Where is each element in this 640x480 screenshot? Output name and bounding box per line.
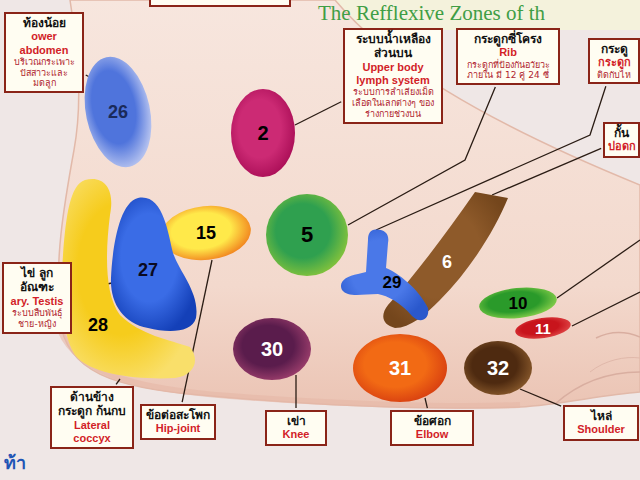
callout-text: Rib (461, 46, 555, 59)
leader-line (557, 240, 640, 298)
cut-callout-box (150, 0, 290, 6)
reflex-zone: 10 (478, 287, 558, 319)
toe-line (590, 358, 640, 372)
callout-text: ระบบน้ำเหลือง ส่วนบน (348, 32, 438, 61)
corner-label: ท้า (4, 448, 26, 477)
callout-text: ปอดก (608, 140, 635, 153)
callout-text: ท้องน้อย (9, 16, 79, 30)
callout-text: ไข่ ลูกอัณฑะ (7, 266, 67, 295)
reflex-zone: 15 (160, 205, 252, 261)
zone-number: 28 (88, 316, 108, 334)
toe-line (596, 333, 640, 338)
zone-number: 2 (257, 123, 268, 143)
callout-text: กระดูกซี่โครง (461, 32, 555, 46)
reflex-zone: 28 (60, 175, 200, 380)
zone-shape (353, 334, 447, 402)
callout-box: ข้อศอกElbow (390, 410, 474, 446)
callout-text: กั้น (608, 126, 635, 140)
reflex-zone: 31 (352, 333, 448, 403)
callout-text: กระดูก (593, 56, 635, 69)
callout-box: เข่าKnee (265, 410, 327, 446)
zone-number: 30 (261, 339, 283, 359)
callout-box: กั้นปอดก (603, 122, 640, 158)
zone-number: 27 (138, 261, 158, 279)
reflex-zone: 29 (338, 228, 430, 328)
callout-text: Hip-joint (145, 422, 211, 435)
leader-line (116, 379, 120, 384)
zone-number: 5 (301, 224, 313, 246)
zone-shape (62, 179, 195, 378)
reflex-zone: 32 (463, 340, 533, 396)
chart-title: The Refflexive Zones of th (318, 1, 545, 26)
foot-outline (58, 0, 640, 408)
leader-line (572, 292, 640, 326)
callout-text: กระดูกที่ป้องกันอวัยวะภายใน มี 12 คู่ 24… (461, 60, 555, 82)
zone-shape (233, 318, 311, 380)
leader-line (295, 102, 341, 125)
zone-number: 31 (389, 358, 411, 378)
reflex-zone: 26 (85, 55, 151, 169)
zone-shape (341, 230, 428, 321)
zone-number: 15 (196, 224, 216, 242)
toe-line (555, 372, 640, 404)
callout-box: ไหล่Shoulder (563, 405, 639, 441)
callout-text: บริเวณกระเพาะ ปัสสาวะและมดลูก (9, 57, 79, 89)
callout-box: ด้านข้างกระดูก ก้นกบLateral coccyx (50, 386, 134, 449)
callout-text: เข่า (270, 414, 322, 428)
zone-shape (266, 194, 348, 276)
leader-line (295, 375, 296, 408)
callout-text: ระบบการลำเลียงเม็ด เลือดในเลกต่างๆ ของร่… (348, 87, 438, 119)
callout-box: ไข่ ลูกอัณฑะary. Testisระบบสืบพันธุ์ ชาย… (2, 262, 72, 334)
callout-text: ower abdomen (9, 30, 79, 56)
zone-number: 6 (442, 253, 452, 271)
zone-shape (75, 51, 161, 174)
zone-number: 10 (509, 295, 528, 312)
zone-number: 11 (535, 321, 551, 336)
leader-line (520, 389, 561, 406)
callout-box: ท้องน้อยower abdomenบริเวณกระเพาะ ปัสสาว… (4, 12, 84, 93)
callout-text: ary. Testis (7, 295, 67, 308)
callout-text: Knee (270, 428, 322, 441)
reflex-zone: 11 (514, 317, 572, 339)
zone-shape (464, 341, 532, 395)
callout-text: ไหล่ (568, 409, 634, 423)
callout-text: Upper body lymph system (348, 61, 438, 87)
callout-text: Lateral coccyx (55, 419, 129, 445)
zone-number: 29 (383, 274, 402, 291)
callout-text: ข้อศอก (395, 414, 469, 428)
callout-text: ด้านข้างกระดูก ก้นกบ (55, 390, 129, 419)
callout-text: Elbow (395, 428, 469, 441)
zone-shape (514, 314, 572, 342)
callout-box: กระดูกระดูกติดกับไห (588, 38, 640, 84)
reflex-zone: 27 (108, 193, 198, 333)
callout-box: ข้อต่อสะโพกHip-joint (140, 404, 216, 440)
zone-shape (231, 89, 295, 177)
zone-number: 32 (487, 358, 509, 378)
zone-graphic (60, 175, 200, 380)
leader-line (425, 398, 427, 408)
callout-box: กระดูกซี่โครงRibกระดูกที่ป้องกันอวัยวะภา… (456, 28, 560, 85)
leader-line (492, 148, 601, 195)
callout-text: ข้อต่อสะโพก (145, 408, 211, 422)
zone-shape (111, 198, 197, 331)
zone-number: 26 (108, 103, 128, 121)
reflex-zone: 5 (265, 193, 349, 277)
zone-shape (478, 284, 559, 322)
callout-text: ระบบสืบพันธุ์ ชาย-หญิง (7, 308, 67, 330)
callout-text: ติดกับไห (593, 70, 635, 81)
callout-text: Shoulder (568, 423, 634, 436)
callout-box: ระบบน้ำเหลือง ส่วนบนUpper body lymph sys… (343, 28, 443, 124)
reflex-zone: 30 (232, 317, 312, 381)
reflex-zone: 2 (230, 88, 296, 178)
callout-text: กระดู (593, 42, 635, 56)
